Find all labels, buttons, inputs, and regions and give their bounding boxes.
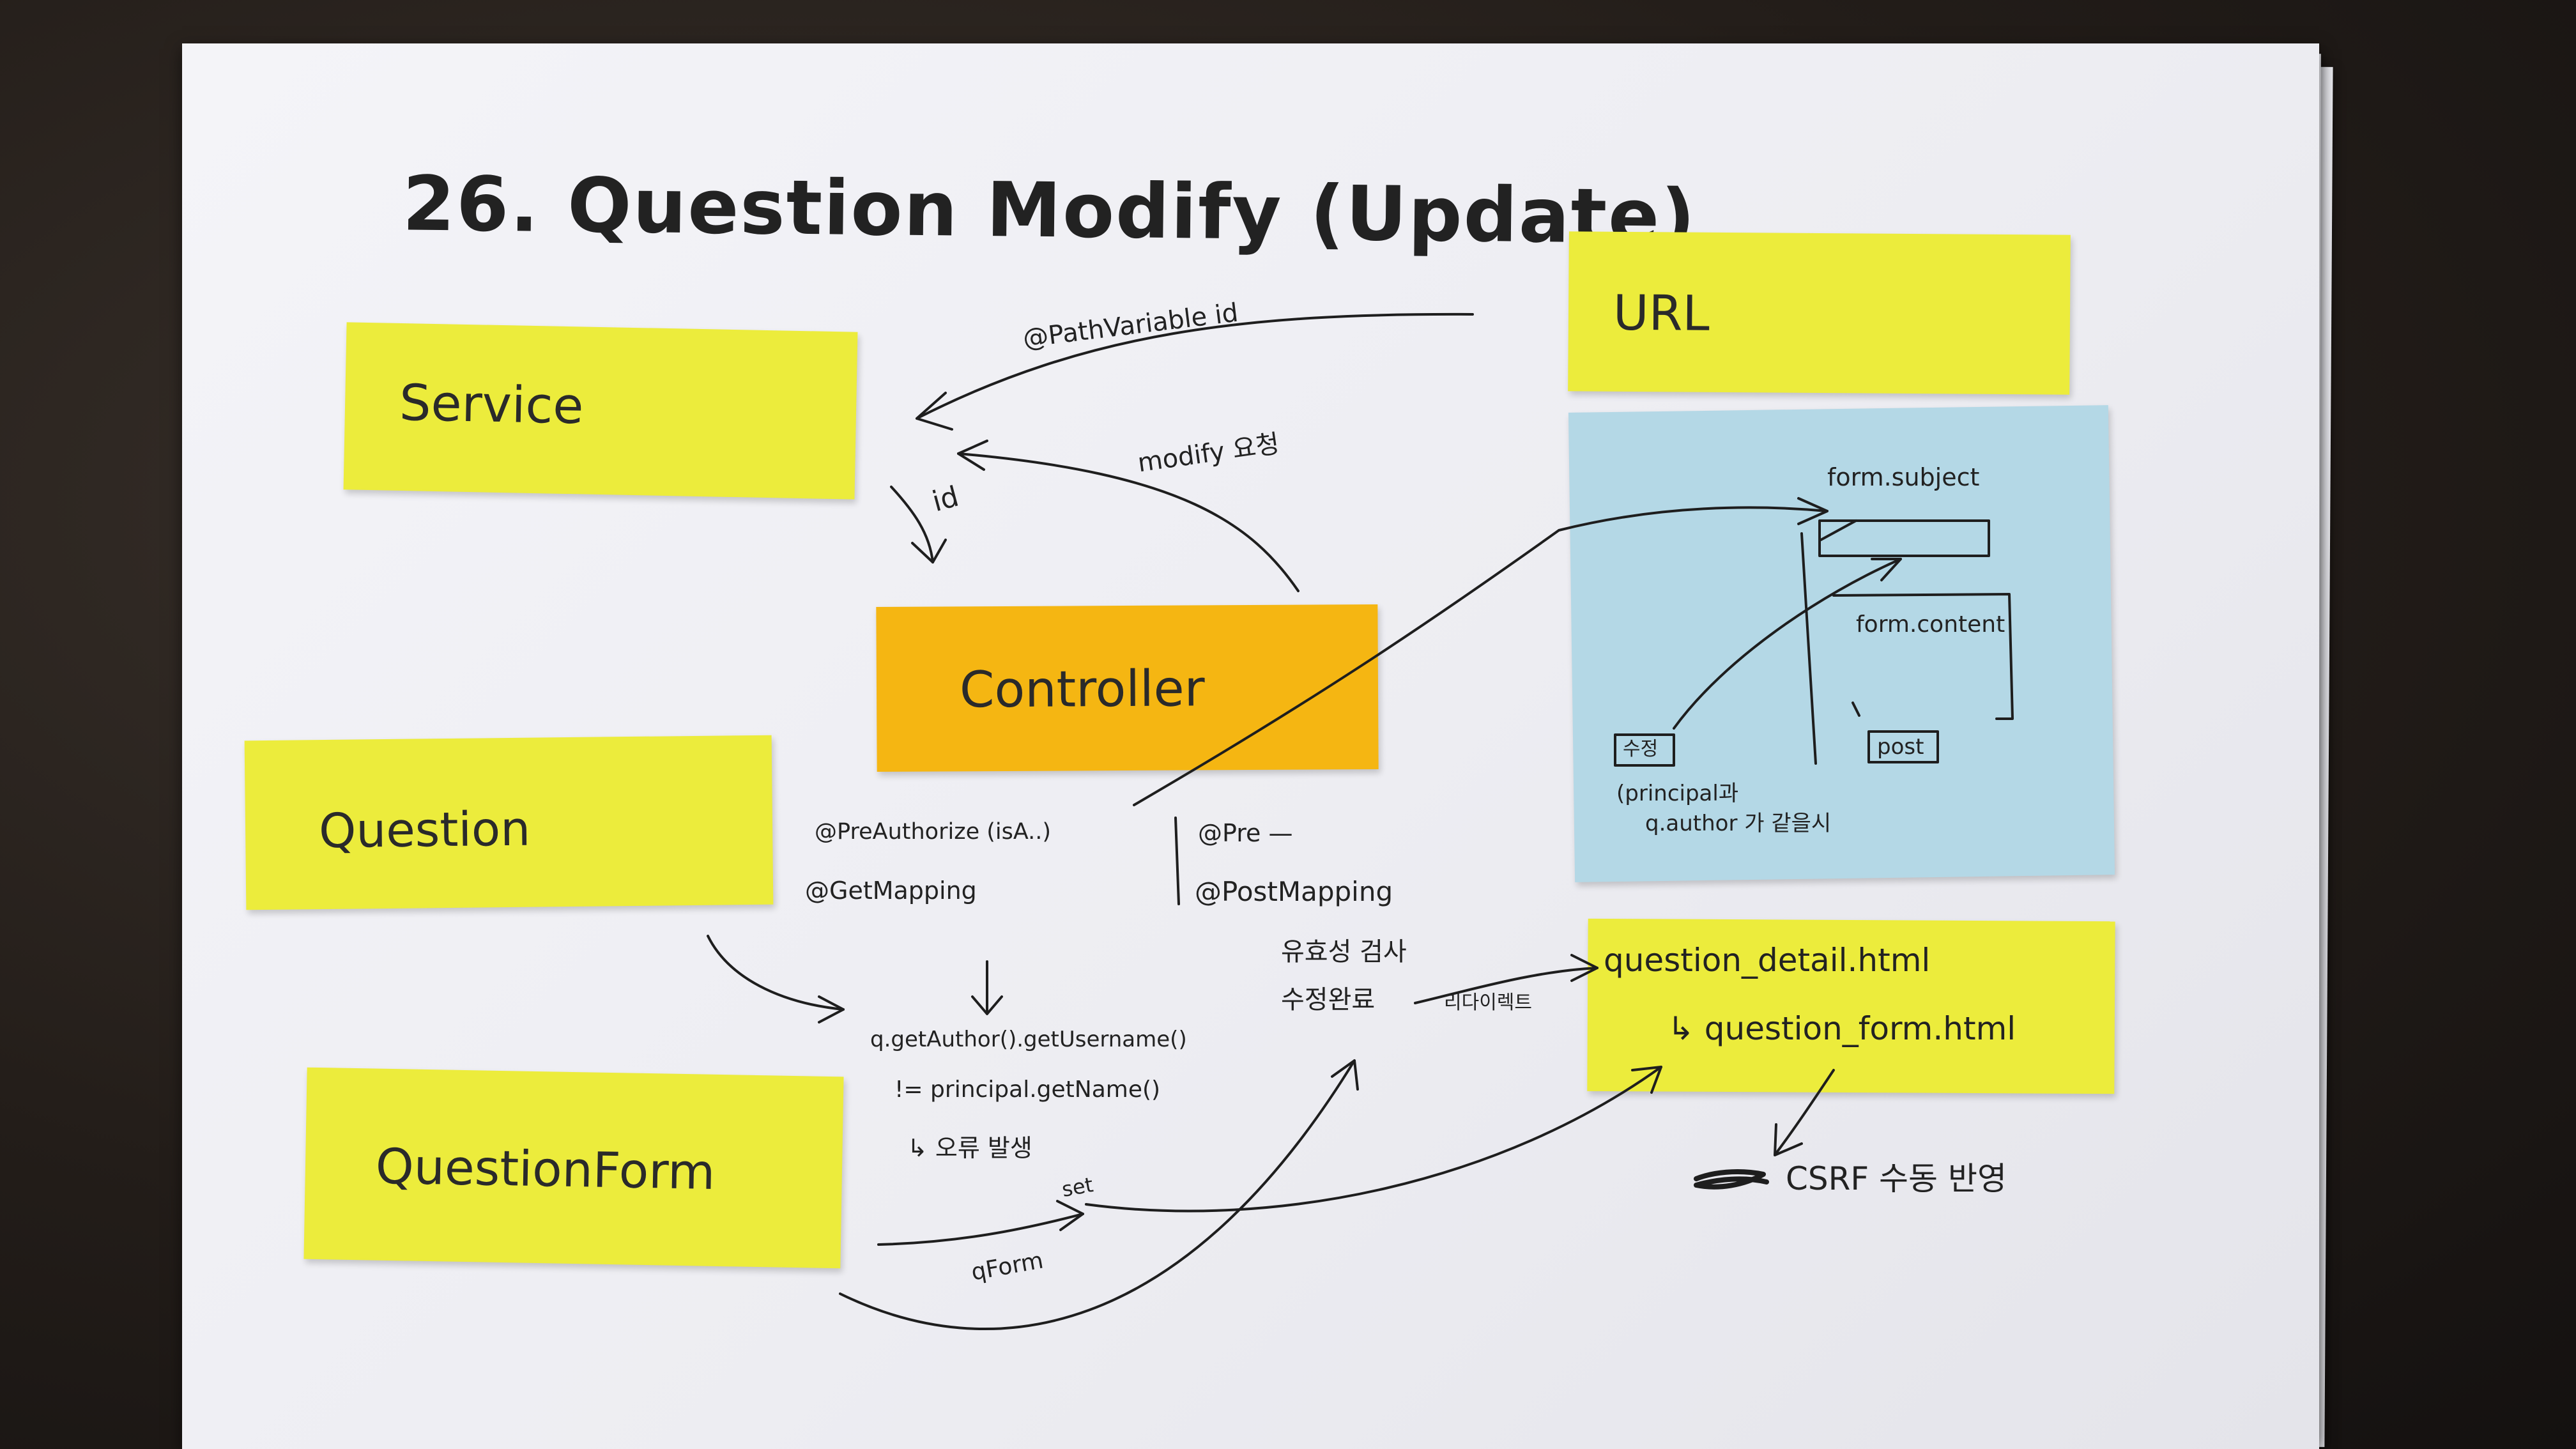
set-label: set bbox=[1061, 1174, 1095, 1200]
sticky-note-service-label: Service bbox=[399, 374, 584, 436]
pre-label: @Pre — bbox=[1198, 821, 1293, 845]
preauthorize-label: @PreAuthorize (isA..) bbox=[815, 821, 1051, 843]
question-detail-label: question_detail.html bbox=[1604, 944, 1930, 976]
csrf-label: CSRF 수동 반영 bbox=[1786, 1163, 2007, 1195]
form-sketch-note-1: (principal과 bbox=[1616, 783, 1738, 804]
author-check-line-2: != principal.getName() bbox=[894, 1078, 1160, 1101]
postmapping-label: @PostMapping bbox=[1195, 878, 1393, 905]
form-content-label: form.content bbox=[1856, 613, 2005, 636]
post-button-label: post bbox=[1877, 736, 1924, 758]
sticky-note-url: URL bbox=[1568, 231, 2071, 394]
sticky-note-controller-label: Controller bbox=[960, 660, 1205, 719]
form-subject-label: form.subject bbox=[1827, 465, 1979, 489]
sticky-note-question: Question bbox=[245, 735, 774, 910]
sticky-note-question-form: QuestionForm bbox=[303, 1068, 843, 1269]
validation-label-1: 유효성 검사 bbox=[1281, 939, 1407, 965]
sticky-note-service: Service bbox=[344, 322, 858, 499]
author-check-line-3: ↳ 오류 발생 bbox=[907, 1136, 1032, 1160]
author-check-line-1: q.getAuthor().getUsername() bbox=[870, 1029, 1187, 1050]
sticky-note-question-label: Question bbox=[319, 802, 531, 859]
sticky-note-url-label: URL bbox=[1613, 284, 1710, 342]
redirect-label: 리다이렉트 bbox=[1444, 993, 1532, 1013]
page-title: 26. Question Modify (Update) bbox=[402, 165, 1696, 254]
getmapping-label: @GetMapping bbox=[805, 878, 977, 903]
edit-button-label: 수정 bbox=[1623, 740, 1658, 759]
form-sketch-note-2: q.author 가 같을시 bbox=[1645, 813, 1831, 834]
sticky-note-question-form-label: QuestionForm bbox=[375, 1138, 716, 1200]
sticky-note-controller: Controller bbox=[876, 604, 1378, 772]
question-form-html-label: ↳ question_form.html bbox=[1667, 1013, 2016, 1045]
validation-label-2: 수정완료 bbox=[1281, 987, 1375, 1013]
